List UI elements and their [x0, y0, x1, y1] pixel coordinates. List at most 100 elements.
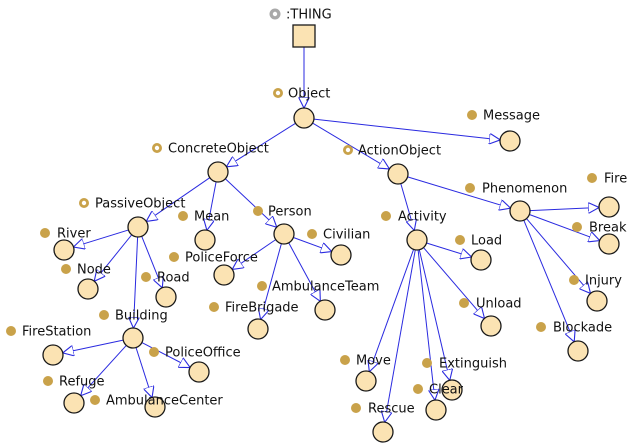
label-text-road: Road: [157, 271, 190, 286]
label-load: Load: [455, 234, 502, 249]
label-text-load: Load: [471, 234, 502, 249]
edges-layer: [64, 47, 599, 421]
edge-phenomenon-to-fire: [529, 208, 598, 211]
label-move: Move: [340, 354, 391, 369]
node-ambulancecenter[interactable]: [144, 396, 166, 418]
label-ambulanceteam: AmbulanceTeam: [257, 280, 379, 295]
node-break[interactable]: [598, 233, 620, 255]
label-unload: Unload: [459, 297, 522, 312]
label-text-passiveobject: PassiveObject: [95, 197, 185, 212]
class-dot-icon: [381, 211, 391, 221]
node-passiveobject[interactable]: [127, 216, 149, 238]
class-dot-icon: [257, 281, 267, 291]
label-text-message: Message: [483, 109, 540, 124]
node-node[interactable]: [77, 278, 99, 300]
class-dot-icon: [351, 403, 361, 413]
class-dot-icon: [61, 264, 71, 274]
node-actionobject[interactable]: [387, 163, 409, 185]
label-concreteobject: ConcreteObject: [152, 142, 269, 157]
class-dot-icon: [307, 229, 317, 239]
node-fire[interactable]: [598, 196, 620, 218]
label-text-ambulancecenter: AmbulanceCenter: [106, 394, 223, 409]
class-ring-icon: [79, 198, 89, 208]
label-text-actionobject: ActionObject: [358, 144, 441, 159]
label-policeforce: PoliceForce: [169, 251, 258, 266]
node-building[interactable]: [122, 327, 144, 349]
edge-person-to-civilian: [293, 237, 330, 252]
label-object: Object: [273, 87, 330, 102]
label-break: Break: [572, 221, 627, 236]
label-text-river: River: [57, 227, 91, 242]
label-text-clear: Clear: [429, 383, 464, 398]
edge-passiveobject-to-node: [95, 234, 133, 281]
node-refuge[interactable]: [63, 392, 85, 414]
node-firestation[interactable]: [42, 344, 64, 366]
node-person[interactable]: [273, 223, 295, 245]
class-dot-icon: [536, 322, 546, 332]
node-road[interactable]: [155, 286, 177, 308]
class-dot-icon: [90, 395, 100, 405]
label-text-mean: Mean: [194, 210, 229, 225]
class-dot-icon: [209, 302, 219, 312]
class-dot-icon: [149, 347, 159, 357]
class-ring-icon: [152, 143, 162, 153]
gear-icon: [269, 8, 281, 20]
label-text-person: Person: [268, 205, 312, 220]
label-text-node: Node: [77, 263, 111, 278]
label-civilian: Civilian: [307, 228, 370, 243]
node-thing[interactable]: [292, 24, 316, 48]
label-firestation: FireStation: [6, 325, 91, 340]
node-message[interactable]: [499, 130, 521, 152]
label-text-concreteobject: ConcreteObject: [168, 142, 269, 157]
node-policeforce[interactable]: [213, 264, 235, 286]
node-injury[interactable]: [586, 290, 608, 312]
node-object[interactable]: [293, 107, 315, 129]
node-blockade[interactable]: [567, 340, 589, 362]
class-dot-icon: [467, 110, 477, 120]
edge-activity-to-move: [370, 249, 415, 370]
node-mean[interactable]: [194, 229, 216, 251]
label-river: River: [40, 227, 91, 242]
node-rescue[interactable]: [372, 421, 394, 443]
label-building: Building: [99, 309, 168, 324]
label-road: Road: [141, 271, 190, 286]
label-text-blockade: Blockade: [553, 321, 612, 336]
node-clear[interactable]: [425, 399, 447, 421]
edge-activity-to-clear: [417, 249, 435, 399]
node-firebrigade[interactable]: [247, 318, 269, 340]
label-text-civilian: Civilian: [323, 228, 370, 243]
label-text-firestation: FireStation: [22, 325, 91, 340]
label-extinguish: Extinguish: [422, 357, 507, 372]
label-passiveobject: PassiveObject: [79, 197, 185, 212]
node-civilian[interactable]: [330, 244, 352, 266]
class-dot-icon: [43, 376, 53, 386]
label-text-activity: Activity: [398, 210, 447, 225]
label-text-ambulanceteam: AmbulanceTeam: [272, 280, 379, 295]
edge-passiveobject-to-building: [134, 236, 138, 327]
node-policeoffice[interactable]: [188, 361, 210, 383]
class-dot-icon: [40, 228, 50, 238]
node-activity[interactable]: [406, 229, 428, 251]
node-ambulanceteam[interactable]: [314, 299, 336, 321]
edge-actionobject-to-activity: [400, 183, 414, 230]
label-text-injury: Injury: [585, 274, 622, 289]
node-move[interactable]: [355, 370, 377, 392]
edge-passiveobject-to-river: [75, 229, 129, 247]
label-text-extinguish: Extinguish: [439, 357, 507, 372]
class-dot-icon: [455, 235, 465, 245]
node-load[interactable]: [470, 249, 492, 271]
label-text-break: Break: [589, 221, 627, 236]
node-extinguish[interactable]: [441, 379, 463, 401]
node-concreteobject[interactable]: [207, 161, 229, 183]
edge-activity-to-rescue: [385, 249, 416, 421]
label-text-policeforce: PoliceForce: [185, 251, 258, 266]
node-unload[interactable]: [480, 315, 502, 337]
node-phenomenon[interactable]: [509, 200, 531, 222]
edge-concreteobject-to-passiveobject: [147, 177, 211, 221]
node-river[interactable]: [53, 239, 75, 261]
class-dot-icon: [141, 272, 151, 282]
edge-building-to-refuge: [81, 345, 127, 395]
label-text-refuge: Refuge: [59, 375, 105, 390]
